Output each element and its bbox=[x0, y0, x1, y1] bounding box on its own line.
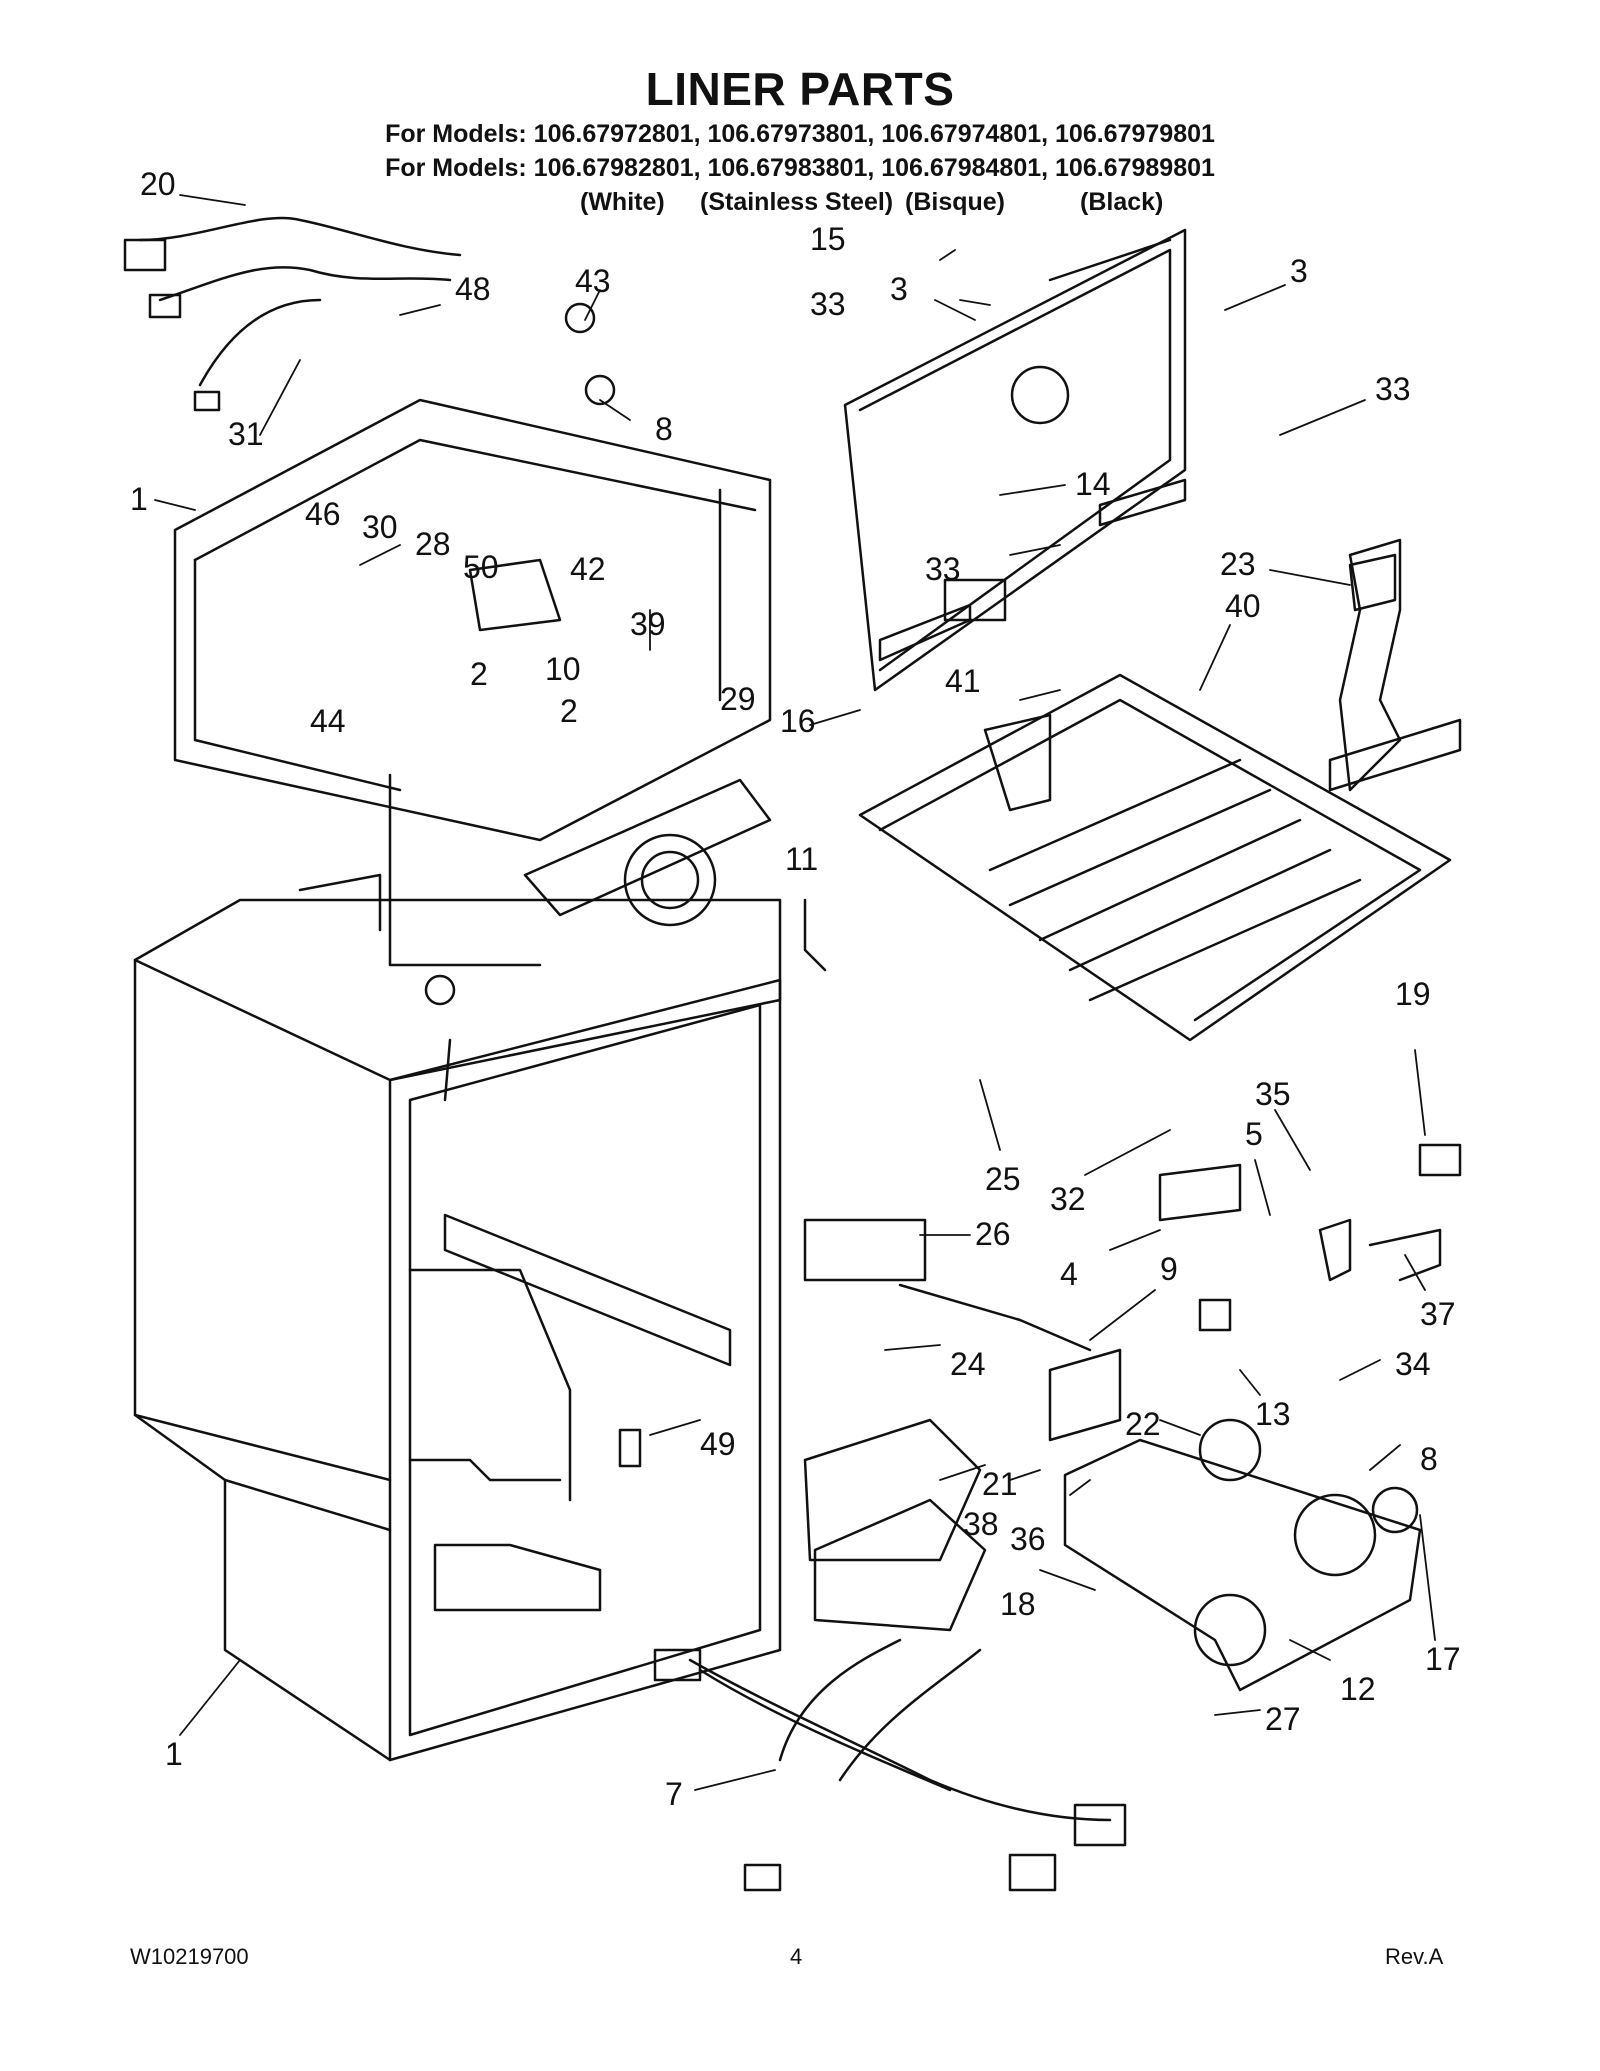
callout-8: 8 bbox=[1420, 1441, 1438, 1477]
callout-24: 24 bbox=[950, 1346, 986, 1382]
callout-labels: 20 31 48 43 8 15 33 3 3 33 1 46 30 28 50… bbox=[130, 166, 1461, 1812]
callout-23: 23 bbox=[1220, 546, 1256, 582]
callout-38: 38 bbox=[963, 1506, 999, 1542]
callout-22: 22 bbox=[1125, 1406, 1161, 1442]
callout-12: 12 bbox=[1340, 1671, 1376, 1707]
callout-49: 49 bbox=[700, 1426, 736, 1462]
callout-33: 33 bbox=[810, 286, 846, 322]
callout-10: 10 bbox=[545, 651, 581, 687]
callout-28: 28 bbox=[415, 526, 451, 562]
callout-8: 8 bbox=[655, 411, 673, 447]
callout-27: 27 bbox=[1265, 1701, 1301, 1737]
shelf-pan-drawing bbox=[858, 673, 1452, 1042]
callout-33: 33 bbox=[1375, 371, 1411, 407]
callout-48: 48 bbox=[455, 271, 491, 307]
color-label-black: (Black) bbox=[1080, 188, 1164, 216]
callout-35: 35 bbox=[1255, 1076, 1291, 1112]
callout-1: 1 bbox=[165, 1736, 183, 1772]
callout-33: 33 bbox=[925, 551, 961, 587]
control-housing-drawing bbox=[1063, 1418, 1422, 1692]
air-tower-drawing bbox=[1328, 538, 1462, 792]
callout-11: 11 bbox=[785, 841, 818, 877]
rear-panel-drawing bbox=[843, 228, 1187, 692]
callout-16: 16 bbox=[780, 703, 816, 739]
callout-15: 15 bbox=[810, 221, 846, 257]
callout-2: 2 bbox=[560, 693, 578, 729]
cabinet-liner-drawing bbox=[133, 898, 782, 1762]
wire-harness-lower-drawing bbox=[653, 1638, 1127, 1892]
callout-18: 18 bbox=[1000, 1586, 1036, 1622]
callout-40: 40 bbox=[1225, 588, 1261, 624]
wire-harness-upper-drawing bbox=[123, 216, 462, 412]
callout-14: 14 bbox=[1075, 466, 1111, 502]
models-line-2: For Models: 106.67982801, 106.67983801, … bbox=[385, 154, 1215, 182]
small-parts-drawing bbox=[468, 302, 1462, 1632]
callout-5: 5 bbox=[1245, 1116, 1263, 1152]
fan-assembly-drawing bbox=[523, 778, 827, 972]
callout-leaders bbox=[154, 194, 1436, 1791]
callout-34: 34 bbox=[1395, 1346, 1431, 1382]
color-label-stainless: (Stainless Steel) bbox=[700, 188, 894, 216]
callout-26: 26 bbox=[975, 1216, 1011, 1252]
callout-50: 50 bbox=[463, 549, 499, 585]
freezer-liner-drawing bbox=[173, 398, 772, 967]
callout-20: 20 bbox=[140, 166, 176, 202]
callout-32: 32 bbox=[1050, 1181, 1086, 1217]
callout-4: 4 bbox=[1060, 1256, 1078, 1292]
callout-21: 21 bbox=[982, 1466, 1018, 1502]
callout-7: 7 bbox=[665, 1776, 683, 1812]
callout-43: 43 bbox=[575, 263, 611, 299]
callout-1: 1 bbox=[130, 481, 148, 517]
callout-44: 44 bbox=[310, 703, 346, 739]
models-line-1: For Models: 106.67972801, 106.67973801, … bbox=[385, 120, 1215, 148]
revision-label: Rev.A bbox=[1385, 1944, 1444, 1969]
color-label-bisque: (Bisque) bbox=[905, 188, 1005, 216]
callout-46: 46 bbox=[305, 496, 341, 532]
callout-42: 42 bbox=[570, 551, 606, 587]
callout-41: 41 bbox=[945, 663, 981, 699]
callout-39: 39 bbox=[630, 606, 666, 642]
doc-number: W10219700 bbox=[130, 1944, 249, 1969]
callout-2: 2 bbox=[470, 656, 488, 692]
callout-29: 29 bbox=[720, 681, 756, 717]
page-title: LINER PARTS bbox=[645, 63, 955, 115]
page-number: 4 bbox=[790, 1944, 803, 1969]
callout-30: 30 bbox=[362, 509, 398, 545]
callout-13: 13 bbox=[1255, 1396, 1291, 1432]
callout-17: 17 bbox=[1425, 1641, 1461, 1677]
callout-31: 31 bbox=[228, 416, 264, 452]
callout-19: 19 bbox=[1395, 976, 1431, 1012]
color-label-white: (White) bbox=[580, 188, 665, 216]
callout-25: 25 bbox=[985, 1161, 1021, 1197]
callout-37: 37 bbox=[1420, 1296, 1456, 1332]
callout-3: 3 bbox=[1290, 253, 1308, 289]
callout-9: 9 bbox=[1160, 1251, 1178, 1287]
callout-3: 3 bbox=[890, 271, 908, 307]
callout-36: 36 bbox=[1010, 1521, 1046, 1557]
